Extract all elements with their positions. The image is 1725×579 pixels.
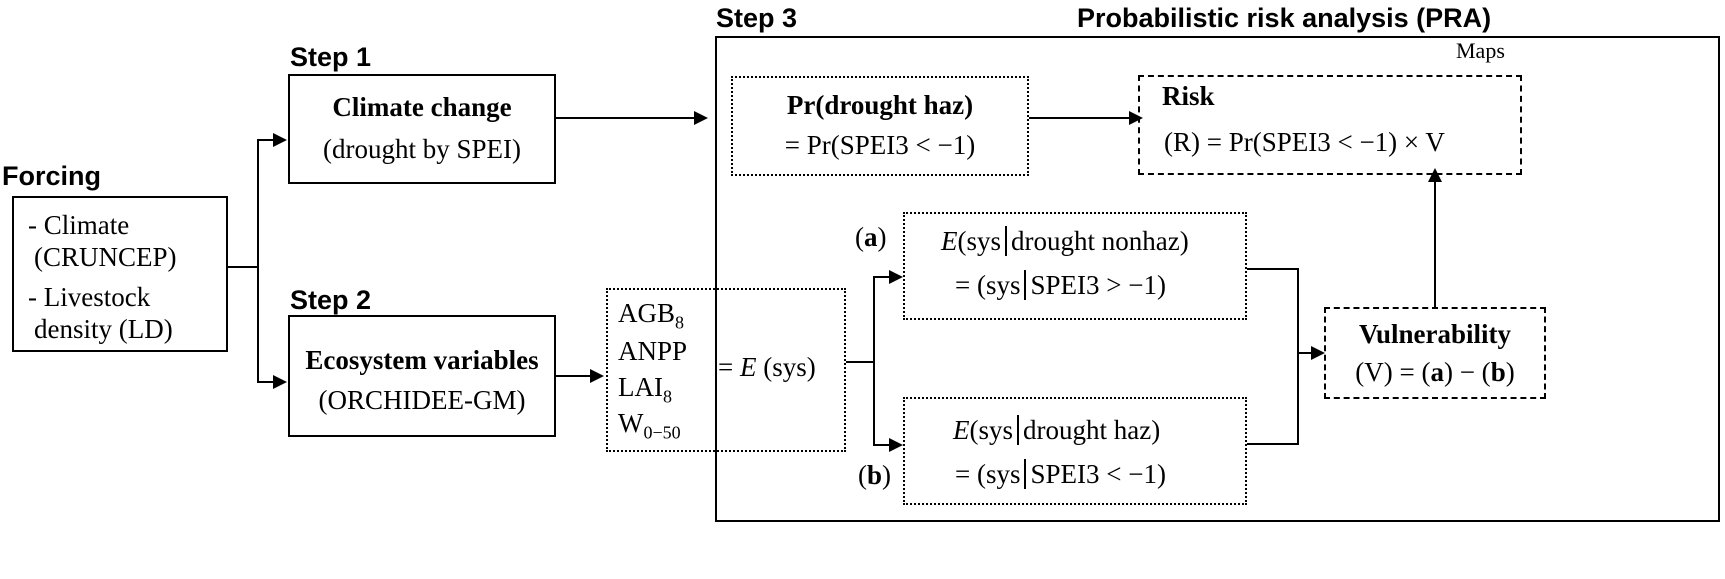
connector-vuln-risk bbox=[1434, 180, 1436, 307]
pr-drought-haz: Pr(drought haz) bbox=[786, 90, 974, 120]
connector-to-step2 bbox=[257, 381, 275, 383]
vulnerability-formula: (V) = (a) − (b) bbox=[1355, 357, 1515, 387]
ecosystem-variables-subtitle: (ORCHIDEE-GM) bbox=[318, 385, 526, 415]
forcing-item-livestock: - Livestock bbox=[28, 282, 151, 312]
arrow-to-pr bbox=[694, 111, 708, 125]
var-lai: LAI8 bbox=[618, 372, 672, 407]
forcing-item-climate: - Climate bbox=[28, 210, 130, 240]
arrow-to-risk-up bbox=[1428, 168, 1442, 182]
connector-a-vuln bbox=[1247, 268, 1299, 270]
var-agb: AGB8 bbox=[618, 298, 685, 333]
forcing-box: - Climate (CRUNCEP) - Livestock density … bbox=[12, 196, 228, 352]
connector-to-vuln bbox=[1297, 352, 1313, 354]
step2-label: Step 2 bbox=[290, 285, 372, 315]
connector-step1-pr bbox=[556, 117, 696, 119]
connector-to-step1 bbox=[257, 139, 275, 141]
arrow-to-a bbox=[889, 270, 903, 284]
var-anpp: ANPP bbox=[618, 336, 688, 366]
var-w: W0−50 bbox=[618, 408, 681, 443]
risk-formula: (R) = Pr(SPEI3 < −1) × V bbox=[1164, 127, 1445, 157]
forcing-item-density: density (LD) bbox=[34, 314, 173, 344]
vulnerability-box: Vulnerability (V) = (a) − (b) bbox=[1324, 307, 1546, 399]
label-b: (b) bbox=[858, 460, 892, 490]
climate-change-subtitle: (drought by SPEI) bbox=[323, 134, 521, 164]
risk-box: Risk (R) = Pr(SPEI3 < −1) × V bbox=[1138, 75, 1522, 175]
expected-sys: = E (sys) bbox=[718, 352, 816, 382]
arrow-to-b bbox=[889, 438, 903, 452]
maps-label: Maps bbox=[1456, 38, 1505, 63]
connector-forcing bbox=[228, 266, 258, 268]
connector-to-b bbox=[873, 444, 891, 446]
connector-variables-branch bbox=[846, 361, 874, 363]
variables-box: AGB8 ANPP LAI8 W0−50 = E (sys) bbox=[606, 288, 846, 452]
vulnerability-title: Vulnerability bbox=[1358, 319, 1512, 349]
pra-frame bbox=[715, 36, 1720, 522]
connector-b-vuln bbox=[1247, 443, 1299, 445]
forcing-title: Forcing bbox=[2, 161, 101, 191]
pr-spei-formula: = Pr(SPEI3 < −1) bbox=[784, 130, 976, 160]
connector-branch-vertical bbox=[873, 276, 875, 446]
connector-forcing-vertical bbox=[257, 139, 259, 383]
connector-step2-vars bbox=[556, 375, 592, 377]
connector-pr-risk bbox=[1029, 117, 1131, 119]
step3-label: Step 3 bbox=[716, 3, 798, 33]
label-a: (a) bbox=[855, 222, 887, 252]
arrow-to-variables bbox=[590, 369, 604, 383]
arrow-to-step1 bbox=[273, 133, 287, 147]
risk-title: Risk bbox=[1162, 81, 1215, 111]
arrow-to-step2 bbox=[273, 375, 287, 389]
forcing-item-cruncep: (CRUNCEP) bbox=[34, 242, 177, 272]
climate-change-title: Climate change bbox=[332, 92, 512, 122]
arrow-to-vulnerability bbox=[1311, 346, 1325, 360]
connector-to-a bbox=[873, 276, 891, 278]
connector-ab-vertical bbox=[1297, 268, 1299, 445]
ecosystem-variables-box: Ecosystem variables (ORCHIDEE-GM) bbox=[288, 315, 556, 437]
ecosystem-variables-title: Ecosystem variables bbox=[305, 345, 539, 375]
pr-drought-box: Pr(drought haz) = Pr(SPEI3 < −1) bbox=[731, 76, 1029, 176]
climate-change-box: Climate change (drought by SPEI) bbox=[288, 74, 556, 184]
step1-label: Step 1 bbox=[290, 42, 372, 72]
pra-title: Probabilistic risk analysis (PRA) bbox=[1077, 3, 1492, 33]
